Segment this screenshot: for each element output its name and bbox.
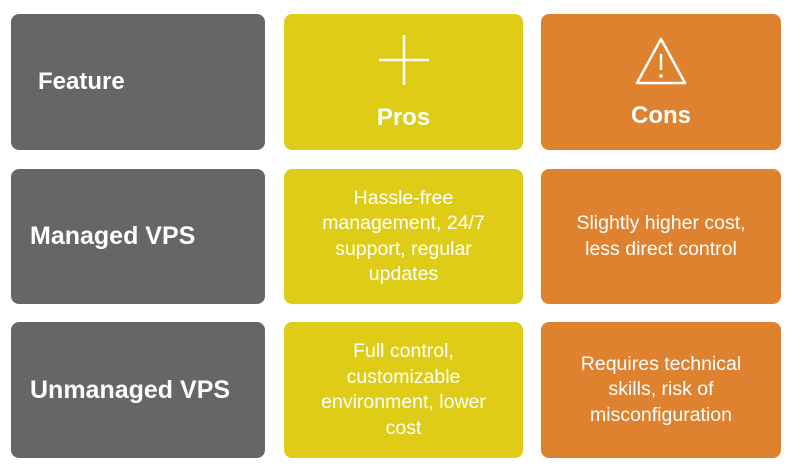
- cons-text: Slightly higher cost, less direct contro…: [576, 212, 746, 260]
- header-pros-label: Pros: [376, 104, 431, 131]
- cons-cell-managed-vps: Slightly higher cost, less direct contro…: [541, 169, 781, 304]
- cons-text: Requires technical skills, risk of misco…: [580, 352, 742, 426]
- header-feature-cell: Feature: [11, 14, 265, 150]
- header-cons-cell: Cons: [541, 14, 781, 150]
- header-pros-cell: Pros: [284, 14, 523, 150]
- pros-text: Hassle-free management, 24/7 support, re…: [322, 186, 485, 286]
- pros-cell-managed-vps: Hassle-free management, 24/7 support, re…: [284, 169, 523, 304]
- pros-text: Full control, customizable environment, …: [321, 340, 486, 439]
- feature-label: Managed VPS: [30, 222, 196, 250]
- header-cons-label: Cons: [631, 102, 691, 129]
- warning-triangle-icon: [635, 37, 687, 85]
- cons-cell-unmanaged-vps: Requires technical skills, risk of misco…: [541, 322, 781, 458]
- feature-cell-managed-vps: Managed VPS: [11, 169, 265, 304]
- feature-cell-unmanaged-vps: Unmanaged VPS: [11, 322, 265, 458]
- pros-cell-unmanaged-vps: Full control, customizable environment, …: [284, 322, 523, 458]
- feature-label: Unmanaged VPS: [30, 375, 231, 404]
- plus-icon: [378, 35, 429, 85]
- header-feature-label: Feature: [38, 68, 125, 95]
